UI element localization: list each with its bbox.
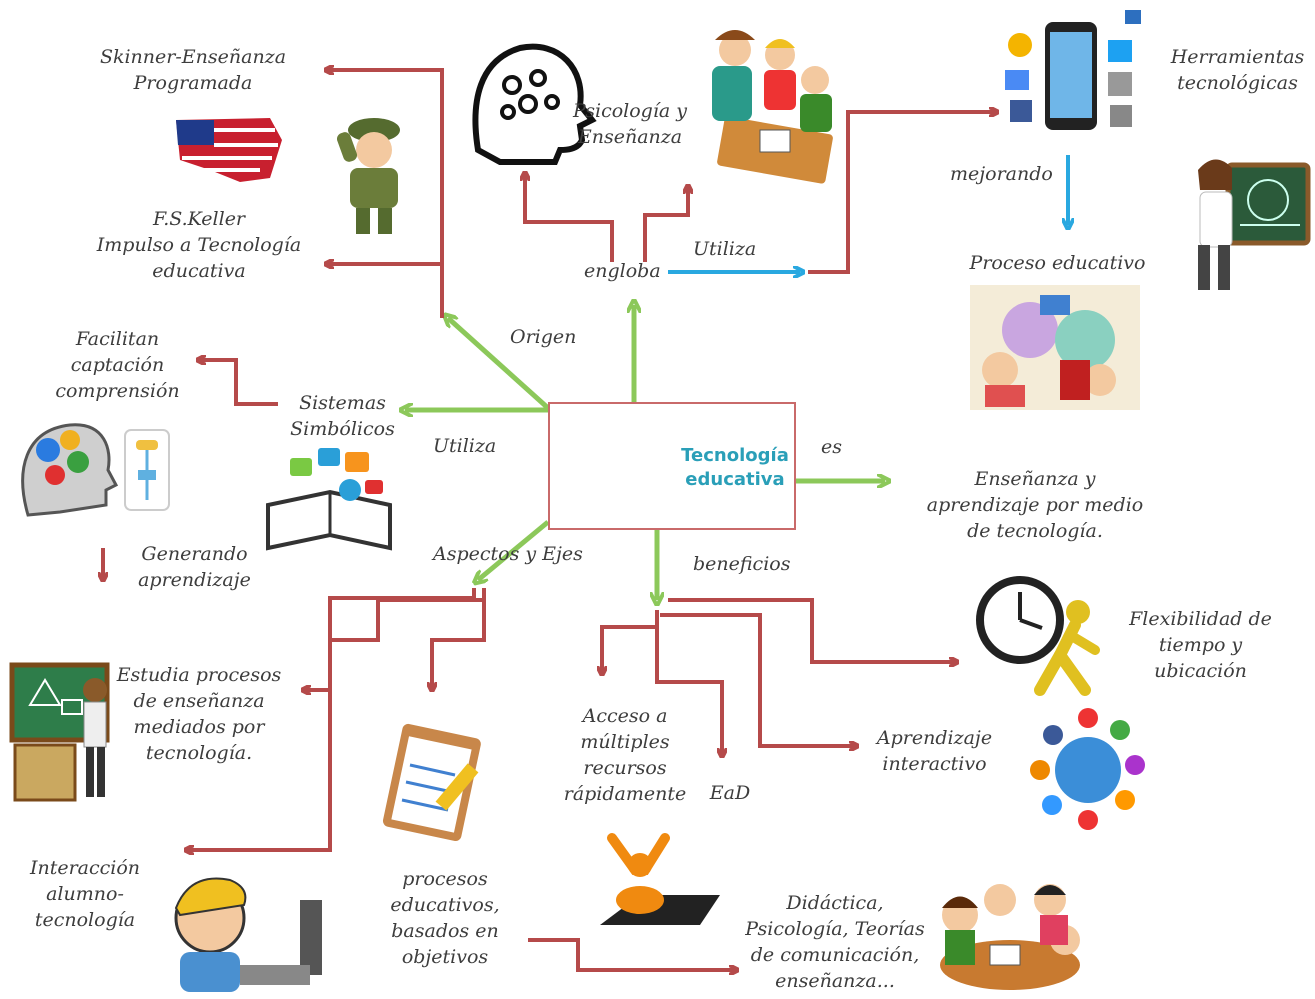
edge-label-beneficios: beneficios (693, 553, 791, 575)
node-proceso: Proceso educativo (969, 252, 1146, 274)
teacher-chalkboard-icon (1198, 159, 1311, 290)
head-gears-icon (472, 43, 597, 165)
green-arrows (405, 305, 885, 600)
arrow-to-acceso (602, 610, 659, 672)
node-herramientas: Herramientas tecnológicas (1170, 46, 1305, 94)
node-generando: Generando aprendizaje (138, 543, 251, 591)
node-psicologia: Psicología y Enseñanza (572, 100, 688, 148)
node-aprendizaje: Aprendizaje interactivo (876, 727, 993, 775)
teacher-kids-icon (712, 30, 833, 184)
node-skinner: Skinner-Enseñanza Programada (99, 46, 287, 94)
arrow-to-head (525, 175, 614, 262)
arrow-to-flexibilidad (668, 598, 955, 662)
arrow-to-psicologia (643, 188, 688, 262)
edge-label-engloba: engloba (584, 260, 661, 282)
central-topic-box: Tecnología educativa (548, 402, 796, 530)
arrow-to-ead (655, 620, 722, 754)
node-ensenanza: Enseñanza y aprendizaje por medio de tec… (926, 468, 1144, 542)
arrow-to-didactica (528, 938, 735, 970)
node-didactica: Didáctica, Psicología, Teorías de comuni… (745, 892, 925, 992)
node-procesos: procesos educativos, basados en objetivo… (390, 868, 500, 968)
person-laptop-icon (600, 833, 720, 925)
usa-flag-icon (176, 118, 282, 182)
classroom-collage-icon (970, 285, 1140, 410)
child-computer-icon (174, 877, 322, 992)
arrow-to-procesos (432, 600, 486, 688)
brain-gears-icon (21, 423, 119, 517)
edge-label-mejorando: mejorando (950, 163, 1053, 185)
edge-label-aspectos: Aspectos y Ejes (433, 543, 583, 565)
node-acceso: Acceso a múltiples recursos rápidamente (563, 705, 687, 805)
edge-label-utiliza-left: Utiliza (433, 435, 497, 457)
arrow-to-interaccion (188, 588, 476, 850)
arrow-to-aprendizaje (660, 613, 855, 746)
node-interaccion: Interacción alumno- tecnología (29, 857, 141, 931)
node-sistemas: Sistemas Simbólicos (290, 392, 395, 440)
edge-label-utiliza-top: Utiliza (693, 238, 757, 260)
clock-runner-icon (976, 576, 1100, 696)
kids-group-icon (940, 884, 1080, 990)
arrow-aspectos (478, 520, 550, 580)
flowchart-icon (124, 429, 170, 511)
node-ead: EaD (709, 782, 751, 804)
tech-tools-icon (1005, 10, 1141, 130)
blue-arrows (668, 155, 1068, 272)
arrow-to-herramientas (808, 112, 995, 274)
clipboard-icon (382, 723, 481, 842)
node-estudia: Estudia procesos de enseñanza mediados p… (116, 664, 282, 764)
teacher-board-icon (9, 662, 110, 802)
node-facilitan: Facilitan captación comprensión (55, 328, 180, 402)
node-flexibilidad: Flexibilidad de tiempo y ubicación (1129, 608, 1272, 682)
node-keller: F.S.Keller Impulso a Tecnología educativ… (96, 208, 302, 282)
central-topic-title: Tecnología educativa (681, 445, 789, 490)
edge-label-origen: Origen (510, 326, 577, 348)
arrow-origen (448, 318, 550, 410)
social-globe-icon (1030, 708, 1145, 830)
arrow-to-skinner (328, 70, 444, 318)
open-book-icon (266, 448, 392, 551)
red-arrows (103, 70, 995, 970)
arrow-to-facilitan (200, 360, 278, 406)
soldier-icon (336, 118, 400, 234)
edge-label-es: es (821, 436, 842, 458)
